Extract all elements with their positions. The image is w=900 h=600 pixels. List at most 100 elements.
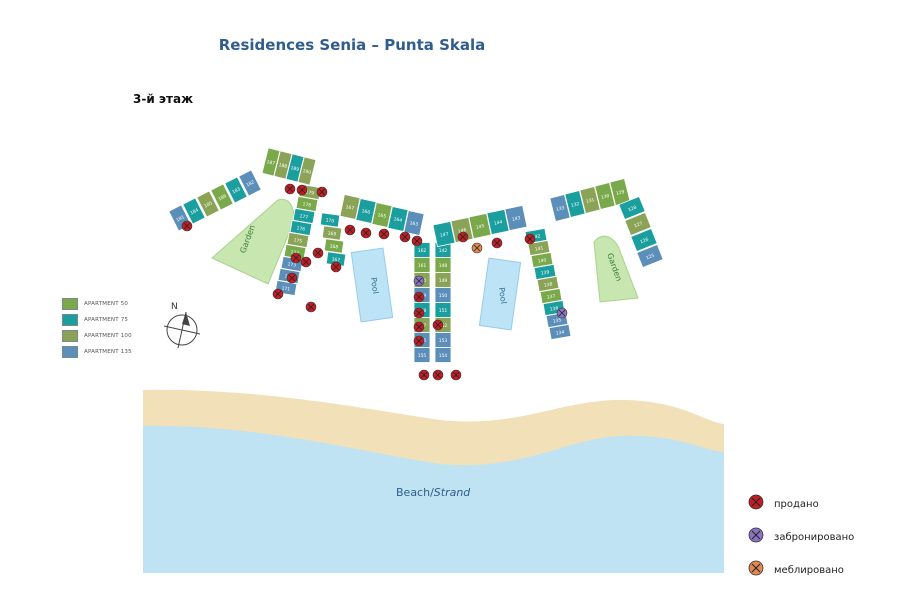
sold-marker-icon xyxy=(457,231,469,243)
apartment-unit[interactable]: 168 xyxy=(323,238,345,254)
apartment-unit[interactable]: 126 xyxy=(630,227,658,253)
apartment-number: 175 xyxy=(293,237,303,244)
apartment-unit[interactable]: 151 xyxy=(434,302,452,318)
apartment-unit[interactable]: 133 xyxy=(549,194,571,222)
apartment-unit[interactable]: 166 xyxy=(355,198,377,224)
apartment-unit[interactable]: 169 xyxy=(321,225,343,241)
apartment-unit[interactable]: 143 xyxy=(504,204,528,232)
apartment-unit[interactable]: 145 xyxy=(468,212,492,240)
apartment-number: 190 xyxy=(302,168,312,176)
apartment-number: 185 xyxy=(203,200,213,209)
apartment-unit[interactable]: 154 xyxy=(434,347,452,363)
apartment-unit[interactable]: 148 xyxy=(434,257,452,273)
sold-marker-icon xyxy=(413,335,425,347)
apartment-unit[interactable]: 149 xyxy=(434,272,452,288)
apartment-number: 169 xyxy=(327,230,336,237)
pool-east-label: Pool xyxy=(497,287,508,305)
sold-marker-icon xyxy=(450,369,462,381)
apartment-unit-shape xyxy=(468,212,492,240)
apartment-number: 141 xyxy=(534,245,544,252)
apartment-unit[interactable]: 155 xyxy=(413,347,431,363)
apartment-unit-shape xyxy=(196,190,220,218)
sold-marker-icon xyxy=(312,247,324,259)
legend-swatch xyxy=(62,330,78,342)
apartment-unit[interactable]: 161 xyxy=(413,257,431,273)
sold-marker-icon xyxy=(330,261,342,273)
sold-marker-icon xyxy=(411,235,423,247)
beach-label-italic: Strand xyxy=(434,486,472,499)
apartment-unit-shape xyxy=(630,227,658,253)
apartment-unit[interactable]: 147 xyxy=(432,220,456,248)
apartment-unit[interactable]: 177 xyxy=(292,207,316,225)
apartment-number: 127 xyxy=(633,220,643,229)
apartment-number: 143 xyxy=(511,215,521,223)
apartment-unit-shape xyxy=(636,243,664,269)
beach-label: Beach/Strand xyxy=(396,486,471,499)
apartment-unit-shape xyxy=(210,183,234,211)
apartment-unit[interactable]: 150 xyxy=(434,287,452,303)
legend-item: APARTMENT 75 xyxy=(62,312,132,328)
apartment-unit[interactable]: 182 xyxy=(238,169,262,197)
apartment-number: 135 xyxy=(552,317,562,324)
apartment-unit-shape xyxy=(321,225,343,241)
apartment-number: 186 xyxy=(217,193,227,202)
sold-marker-icon xyxy=(296,184,308,196)
apartment-number: 125 xyxy=(645,252,655,261)
apartment-unit[interactable]: 132 xyxy=(564,190,586,218)
apartment-unit[interactable]: 130 xyxy=(594,182,616,210)
apartment-number: 142 xyxy=(531,233,541,240)
reserved-marker-icon xyxy=(413,275,425,287)
status-legend-item: продано xyxy=(748,488,854,521)
apartment-number: 154 xyxy=(439,353,448,359)
apartment-unit[interactable]: 186 xyxy=(210,183,234,211)
apartment-unit[interactable]: 128 xyxy=(618,195,646,221)
apartment-unit[interactable]: 184 xyxy=(182,197,206,225)
apartment-unit-shape xyxy=(624,211,652,237)
apartment-unit[interactable]: 175 xyxy=(286,231,310,249)
apartment-unit[interactable]: 170 xyxy=(319,212,341,228)
apartment-number: 188 xyxy=(278,162,288,170)
apartment-number: 132 xyxy=(570,201,580,209)
apartment-number: 162 xyxy=(418,248,427,254)
apartment-number: 164 xyxy=(393,216,403,224)
sold-marker-icon xyxy=(413,321,425,333)
reserved-marker-icon xyxy=(748,527,764,548)
apartment-unit[interactable]: 167 xyxy=(339,194,361,220)
legend-label: APARTMENT 135 xyxy=(84,349,132,355)
apartment-unit[interactable]: 127 xyxy=(624,211,652,237)
apartment-number: 161 xyxy=(418,263,427,269)
apartment-number: 178 xyxy=(302,201,312,208)
apartment-unit-shape xyxy=(297,156,317,186)
apartment-unit-shape xyxy=(323,238,345,254)
apartment-number: 179 xyxy=(305,189,315,196)
apartment-unit[interactable]: 185 xyxy=(196,190,220,218)
legend-label: APARTMENT 100 xyxy=(84,333,132,339)
apartment-unit[interactable]: 163 xyxy=(403,210,425,236)
apartment-unit[interactable]: 165 xyxy=(371,202,393,228)
apartment-unit-shape xyxy=(618,195,646,221)
apartment-unit[interactable]: 134 xyxy=(548,323,572,341)
apartment-number: 139 xyxy=(540,269,550,276)
apartment-unit[interactable]: 190 xyxy=(297,156,317,186)
apartment-number: 129 xyxy=(615,189,625,197)
sold-marker-icon xyxy=(413,291,425,303)
apartment-unit[interactable]: 153 xyxy=(434,332,452,348)
apartment-unit-shape xyxy=(224,176,248,204)
apartment-number: 137 xyxy=(546,293,556,300)
sold-marker-icon xyxy=(360,227,372,239)
sold-marker-icon xyxy=(413,307,425,319)
apartment-number: 176 xyxy=(296,225,306,232)
apartment-unit[interactable]: 144 xyxy=(486,208,510,236)
apartment-number: 170 xyxy=(325,217,334,224)
apartment-unit[interactable]: 164 xyxy=(387,206,409,232)
apartment-number: 130 xyxy=(600,193,610,201)
apartment-unit[interactable]: 131 xyxy=(579,186,601,214)
apartment-unit[interactable]: 125 xyxy=(636,243,664,269)
apartment-unit[interactable]: 183 xyxy=(224,176,248,204)
apartment-number: 145 xyxy=(475,223,485,231)
apartment-number: 165 xyxy=(377,212,387,220)
apartment-number: 142 xyxy=(439,248,448,254)
